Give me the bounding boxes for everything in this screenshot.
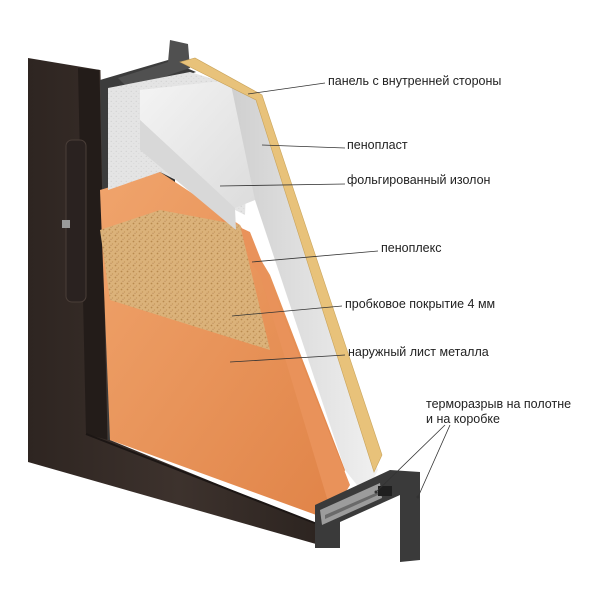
bottom-frame-profile (315, 470, 420, 562)
inner-panel-layer (179, 57, 383, 473)
label-outer-sheet: наружный лист металла (348, 345, 489, 359)
cork-layer (100, 210, 270, 350)
label-foil-izolon: фольгированный изолон (347, 173, 491, 187)
label-inner-panel: панель с внутренней стороны (328, 74, 502, 88)
foam-plastic-layer (140, 80, 255, 208)
label-penoplex: пеноплекс (381, 241, 442, 255)
callout-dots (374, 490, 420, 499)
label-cork: пробковое покрытие 4 мм (345, 297, 496, 311)
thermal-break-block (378, 486, 392, 496)
label-thermal-break-line1: терморазрыв на полотне (426, 397, 572, 411)
label-foam-plastic: пенопласт (347, 138, 408, 152)
label-thermal-break-line2: и на коробке (426, 412, 500, 426)
callout-lines (219, 82, 451, 498)
